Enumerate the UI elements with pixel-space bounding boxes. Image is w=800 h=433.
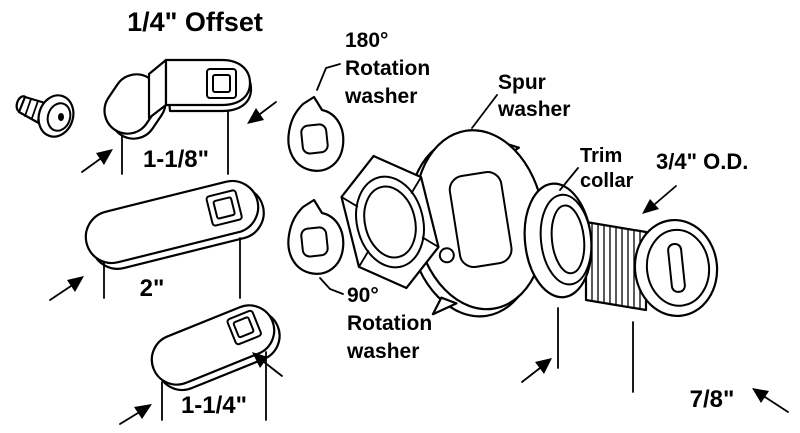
spur-washer-drawing bbox=[406, 129, 546, 318]
rotation-washer-180-drawing bbox=[287, 95, 345, 172]
cam-2-inch-drawing bbox=[84, 179, 265, 270]
arrow-offset-cam-left bbox=[81, 149, 113, 173]
leader-180-washer bbox=[316, 63, 341, 91]
label-dim-2: 2" bbox=[140, 275, 165, 302]
hex-nut-drawing bbox=[340, 154, 440, 290]
offset-cam-drawing bbox=[103, 58, 253, 140]
spur-tab-bottom bbox=[431, 296, 458, 316]
label-dim-1-1-8: 1-1/8" bbox=[143, 146, 209, 173]
label-trim-line1: Trim bbox=[580, 145, 622, 167]
label-180-line2: Rotation bbox=[345, 57, 430, 80]
arrow-dim-1-1-4-left bbox=[119, 404, 152, 425]
label-offset-title: 1/4" Offset bbox=[127, 7, 263, 37]
arrow-cam-1-1-4-right bbox=[252, 352, 283, 377]
label-90-line1: 90° bbox=[347, 284, 379, 307]
spur-washer-square-hole bbox=[448, 171, 513, 269]
label-dim-7-8: 7/8" bbox=[690, 386, 735, 413]
label-180-line3: washer bbox=[344, 85, 417, 108]
keyway-slot bbox=[667, 242, 686, 293]
screw-center-dot bbox=[58, 113, 64, 121]
label-spur-line2: washer bbox=[497, 98, 570, 121]
label-outer-diameter: 3/4" O.D. bbox=[656, 149, 748, 174]
arrow-outer-diameter bbox=[642, 185, 677, 214]
leader-90-washer bbox=[319, 277, 344, 295]
label-trim-line2: collar bbox=[580, 170, 634, 192]
label-90-line3: washer bbox=[346, 340, 419, 363]
mounting-screw-drawing bbox=[15, 94, 75, 138]
label-dim-1-1-4: 1-1/4" bbox=[181, 392, 247, 419]
leader-spur-washer bbox=[471, 94, 498, 129]
spur-washer-pin-hole bbox=[438, 247, 455, 264]
label-90-line2: Rotation bbox=[347, 312, 432, 335]
trim-collar-drawing bbox=[523, 182, 593, 299]
rotation-washer-90-drawing bbox=[287, 198, 345, 275]
label-spur-line1: Spur bbox=[498, 71, 546, 94]
arrow-cam-2-left bbox=[49, 276, 84, 301]
arrow-dim-7-8-right bbox=[752, 388, 789, 413]
cam-1-1-4-drawing bbox=[150, 304, 281, 392]
leader-trim-collar bbox=[559, 167, 579, 191]
label-180-line1: 180° bbox=[345, 29, 388, 52]
arrow-dim-7-8-left bbox=[521, 358, 552, 383]
arrow-offset-cam-right bbox=[247, 101, 277, 124]
lock-face-drawing bbox=[633, 218, 719, 318]
